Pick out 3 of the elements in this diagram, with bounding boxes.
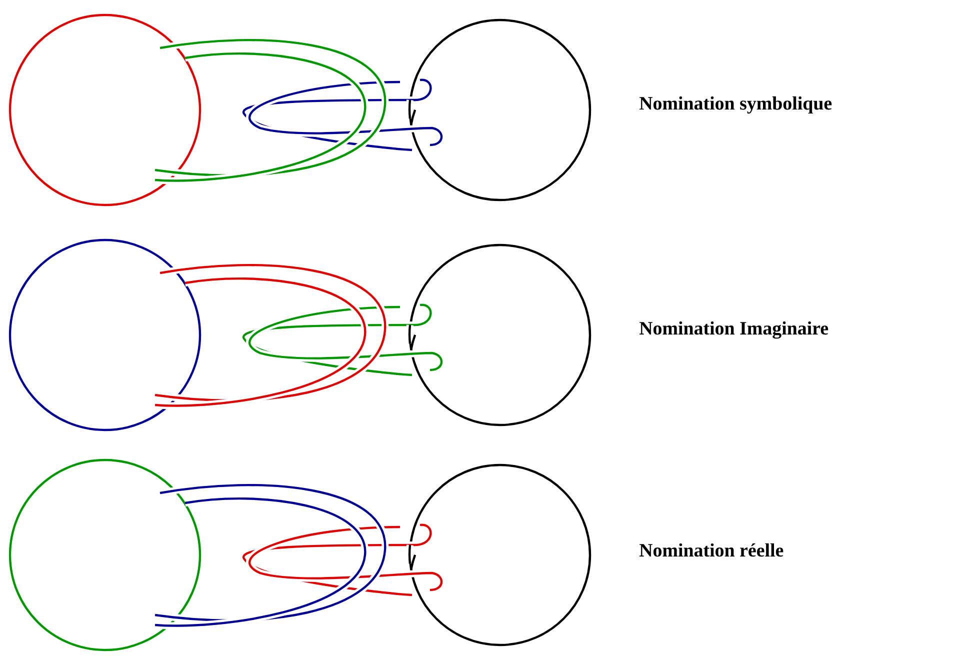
row-label: Nomination réelle (639, 543, 784, 557)
row-label: Nomination symbolique (639, 96, 832, 114)
row-label: Nomination Imaginaire (639, 321, 828, 339)
